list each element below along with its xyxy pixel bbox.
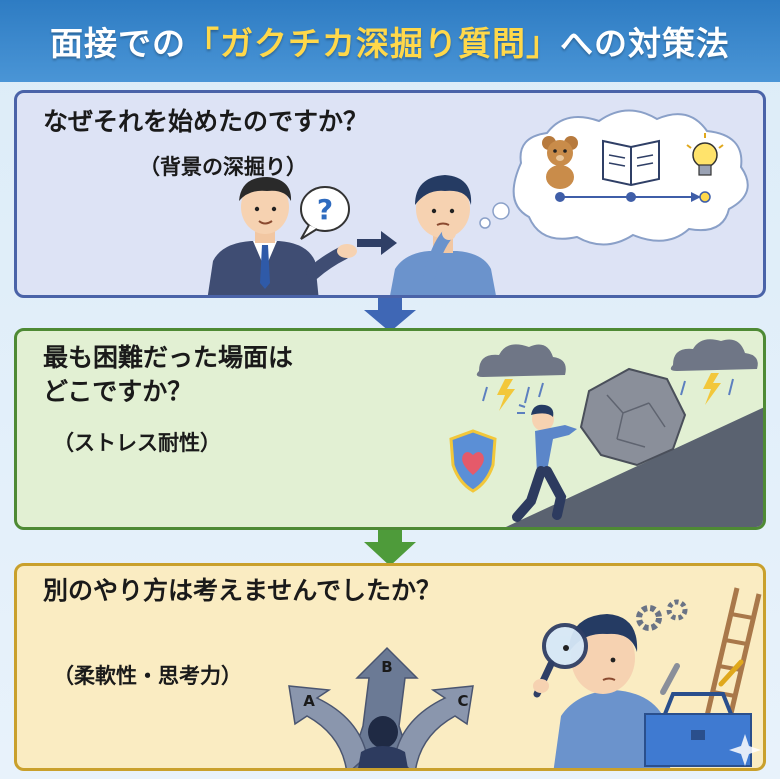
path-label-b: B	[381, 658, 392, 676]
pushing-person-figure	[512, 404, 577, 522]
storm-cloud-icon	[670, 339, 758, 405]
gear-icon	[636, 599, 688, 631]
title-suffix: への対策法	[560, 24, 730, 63]
section-illustration: ?	[207, 109, 749, 295]
timeline-icon	[555, 191, 711, 203]
section-background-question: なぜそれを始めたのですか？ （背景の深掘り） ?	[14, 90, 766, 298]
question-bubble-icon: ?	[300, 186, 350, 240]
branching-paths-icon: B A C	[288, 646, 474, 768]
flow-arrow-icon	[357, 231, 397, 255]
header-bar: 面接での「ガクチカ深掘り質問」への対策法	[0, 0, 780, 82]
section-question: なぜそれを始めたのですか？	[43, 107, 369, 136]
path-label-c: C	[457, 692, 468, 710]
section-difficulty-question: 最も困難だった場面は どこですか？ （ストレス耐性）	[14, 328, 766, 530]
flow-arrow-down-icon	[364, 298, 416, 332]
svg-text:?: ?	[317, 193, 333, 226]
ladder-icon	[704, 587, 762, 723]
section-question: 別のやり方は考えませんでしたか？	[43, 576, 442, 605]
sparkle-icon	[729, 734, 761, 766]
page-title: 面接での「ガクチカ深掘り質問」への対策法	[50, 17, 730, 65]
section-question-line1: 最も困難だった場面は	[43, 343, 294, 372]
shield-heart-icon	[449, 429, 497, 493]
student-figure	[390, 175, 496, 295]
section-subtitle: （柔軟性・思考力）	[53, 664, 242, 688]
section-alternative-question: 別のやり方は考えませんでしたか？ （柔軟性・思考力） B A C	[14, 563, 766, 771]
lightbulb-icon	[686, 133, 724, 176]
book-icon	[602, 139, 660, 187]
section-illustration	[449, 339, 763, 527]
toolbox-icon	[644, 659, 752, 767]
magnifier-icon	[533, 623, 588, 698]
title-prefix: 面接での	[50, 24, 186, 63]
section-subtitle: （ストレス耐性）	[53, 431, 221, 455]
flow-arrow-down-icon	[364, 530, 416, 566]
title-highlight: 「ガクチカ深掘り質問」	[186, 24, 560, 63]
teddy-bear-icon	[542, 136, 578, 189]
section-illustration: B A C	[288, 587, 762, 768]
path-label-a: A	[303, 692, 315, 710]
storm-cloud-icon	[476, 344, 566, 411]
section-question-line2: どこですか？	[43, 377, 193, 406]
boulder-icon	[579, 367, 687, 467]
section-subtitle: （背景の深掘り）	[139, 155, 307, 179]
interviewer-figure	[207, 177, 357, 295]
